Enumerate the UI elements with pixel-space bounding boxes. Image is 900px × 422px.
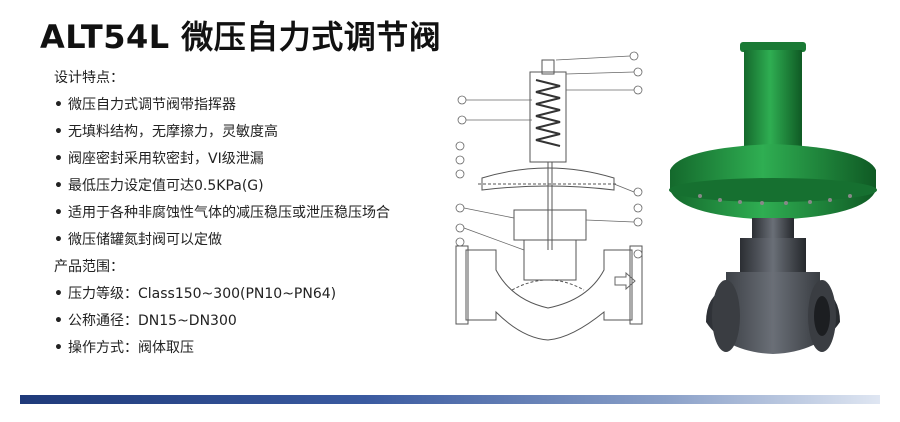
- feature-list-section: 设计特点： •微压自力式调节阀带指挥器 •无填料结构，无摩擦力，灵敏度高 •阀座…: [54, 70, 454, 367]
- list-item: •公称通径：DN15~DN300: [54, 313, 237, 329]
- list-item: •阀座密封采用软密封，VI级泄漏: [54, 151, 264, 167]
- bullet: •: [54, 97, 63, 113]
- bullet: •: [54, 313, 63, 329]
- range-heading: 产品范围：: [54, 259, 124, 275]
- range-list: •压力等级：Class150~300(PN10~PN64) •公称通径：DN15…: [54, 286, 454, 357]
- features-heading: 设计特点：: [54, 70, 124, 86]
- bullet: •: [54, 151, 63, 167]
- list-item: •微压储罐氮封阀可以定做: [54, 232, 222, 248]
- bullet: •: [54, 124, 63, 140]
- list-item: •无填料结构，无摩擦力，灵敏度高: [54, 124, 278, 140]
- list-item: •适用于各种非腐蚀性气体的减压稳压或泄压稳压场合: [54, 205, 390, 221]
- features-list: •微压自力式调节阀带指挥器 •无填料结构，无摩擦力，灵敏度高 •阀座密封采用软密…: [54, 97, 454, 249]
- arrow-right-icon: [614, 272, 636, 290]
- bullet: •: [54, 232, 63, 248]
- list-item: •微压自力式调节阀带指挥器: [54, 97, 236, 113]
- bullet: •: [54, 340, 63, 356]
- page-title: ALT54L 微压自力式调节阀: [40, 18, 442, 56]
- footer-accent-bar: [20, 395, 880, 404]
- list-item: •最低压力设定值可达0.5KPa(G): [54, 178, 264, 194]
- list-item: •压力等级：Class150~300(PN10~PN64): [54, 286, 337, 302]
- valve-product-image: [669, 42, 877, 354]
- bullet: •: [54, 286, 63, 302]
- valve-cross-section-diagram: [455, 51, 643, 341]
- list-item: •操作方式：阀体取压: [54, 340, 194, 356]
- bullet: •: [54, 205, 63, 221]
- bullet: •: [54, 178, 63, 194]
